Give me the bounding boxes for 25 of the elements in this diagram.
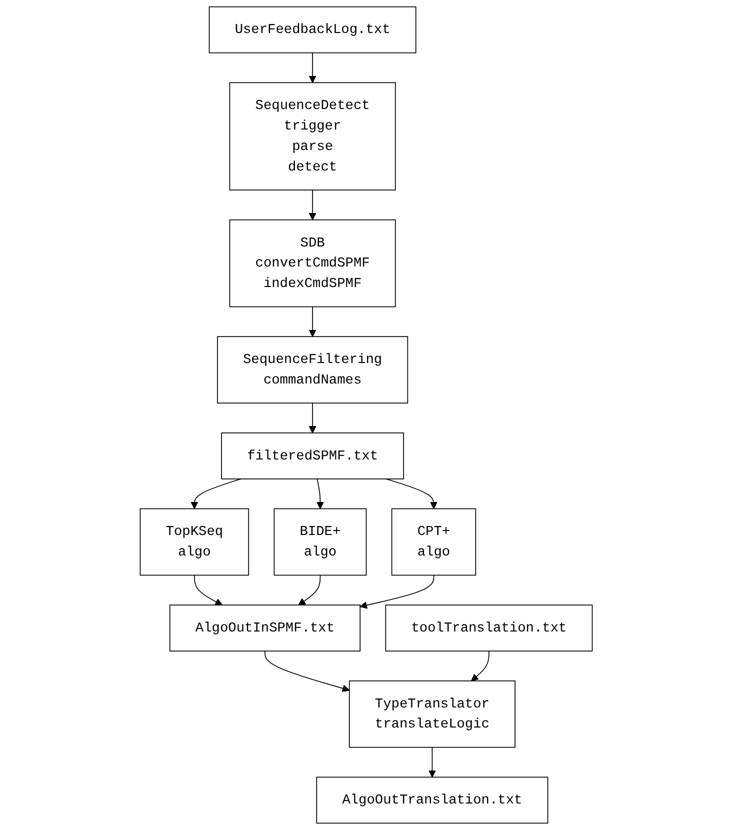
node-box: SequenceDetect trigger parse detect (230, 82, 396, 190)
node-box: toolTranslation.txt (386, 604, 593, 652)
arrow (264, 650, 350, 692)
arrow (471, 650, 490, 682)
node-box: CPT+ algo (392, 508, 476, 576)
node-box: AlgoOutTranslation.txt (316, 776, 548, 824)
arrow (386, 478, 438, 510)
arrow (309, 190, 317, 220)
arrow (428, 746, 436, 778)
node-box: BIDE+ algo (274, 508, 367, 576)
node-box: UserFeedbackLog.txt (209, 6, 417, 54)
arrow (360, 574, 434, 609)
node-box: SequenceFiltering commandNames (217, 336, 408, 404)
arrow (298, 574, 321, 606)
node-box: AlgoOutInSPMF.txt (170, 604, 361, 652)
node-box: filteredSPMF.txt (221, 432, 404, 480)
arrow (309, 306, 317, 337)
arrow (190, 478, 242, 510)
arrow (309, 52, 317, 83)
arrow (316, 478, 324, 510)
arrow (194, 574, 223, 606)
node-box: TypeTranslator translateLogic (349, 680, 516, 748)
arrow (309, 402, 317, 434)
node-box: TopKSeq algo (140, 508, 250, 576)
node-box: SDB convertCmdSPMF indexCmdSPMF (230, 219, 396, 308)
